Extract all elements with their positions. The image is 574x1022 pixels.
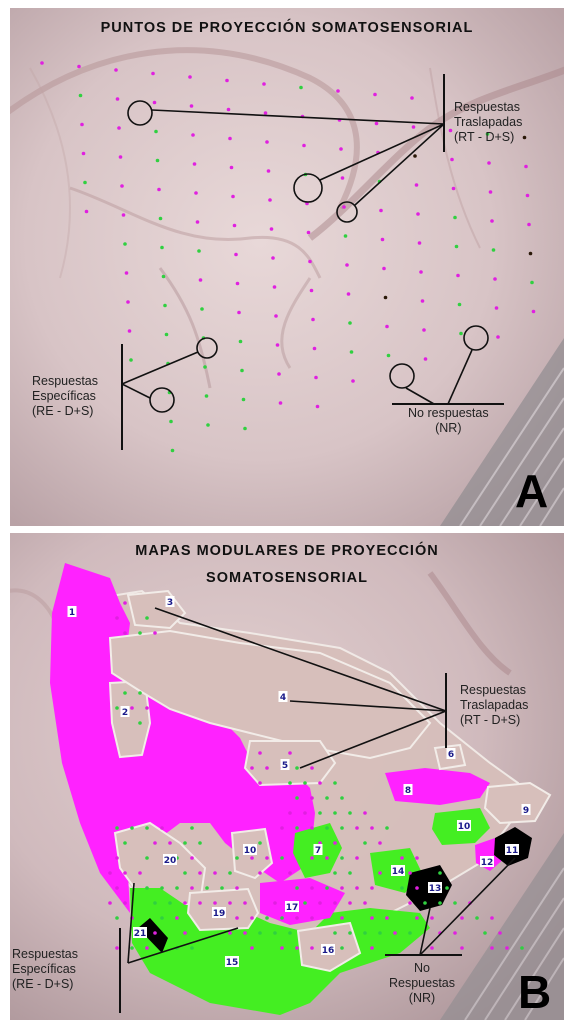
overlapped-label-b: Respuestas Traslapadas (RT - D+S)	[460, 683, 528, 728]
label-line: Respuestas	[32, 374, 98, 389]
panel-a-letter: A	[515, 464, 548, 518]
specific-label-b: Respuestas Específicas (RE - D+S)	[12, 947, 78, 992]
label-line: (NR)	[382, 991, 462, 1006]
panel-b-letter: B	[518, 965, 551, 1019]
callout-lines-b	[10, 533, 564, 1020]
callout-lines-a	[10, 8, 564, 526]
label-line: Traslapadas	[460, 698, 528, 713]
label-line: No	[382, 961, 462, 976]
overlap-circle	[128, 101, 152, 125]
specific-circle	[197, 338, 217, 358]
no-response-label-a: No respuestas (NR)	[408, 406, 489, 436]
label-line: (NR)	[408, 421, 489, 436]
specific-label-a: Respuestas Específicas (RE - D+S)	[32, 374, 98, 419]
overlap-circle	[294, 174, 322, 202]
no-response-label-b: No Respuestas (NR)	[382, 961, 462, 1006]
panel-b-title-line2: SOMATOSENSORIAL	[10, 570, 564, 586]
specific-circle	[150, 388, 174, 412]
label-line: Respuestas	[382, 976, 462, 991]
overlapped-label-a: Respuestas Traslapadas (RT - D+S)	[454, 100, 522, 145]
no-response-circle	[390, 364, 414, 388]
label-line: Específicas	[32, 389, 98, 404]
label-line: Respuestas	[460, 683, 528, 698]
label-line: Traslapadas	[454, 115, 522, 130]
label-line: No respuestas	[408, 406, 489, 421]
label-line: (RE - D+S)	[32, 404, 98, 419]
label-line: Respuestas	[454, 100, 522, 115]
label-line: Específicas	[12, 962, 78, 977]
label-line: (RT - D+S)	[454, 130, 522, 145]
panel-a: PUNTOS DE PROYECCIÓN SOMATOSENSORIAL Res…	[10, 8, 564, 526]
no-response-circle	[464, 326, 488, 350]
label-line: Respuestas	[12, 947, 78, 962]
overlap-circle	[337, 202, 357, 222]
panel-a-title: PUNTOS DE PROYECCIÓN SOMATOSENSORIAL	[10, 20, 564, 36]
label-line: (RE - D+S)	[12, 977, 78, 992]
label-line: (RT - D+S)	[460, 713, 528, 728]
panel-b-title-line1: MAPAS MODULARES DE PROYECCIÓN	[10, 543, 564, 559]
